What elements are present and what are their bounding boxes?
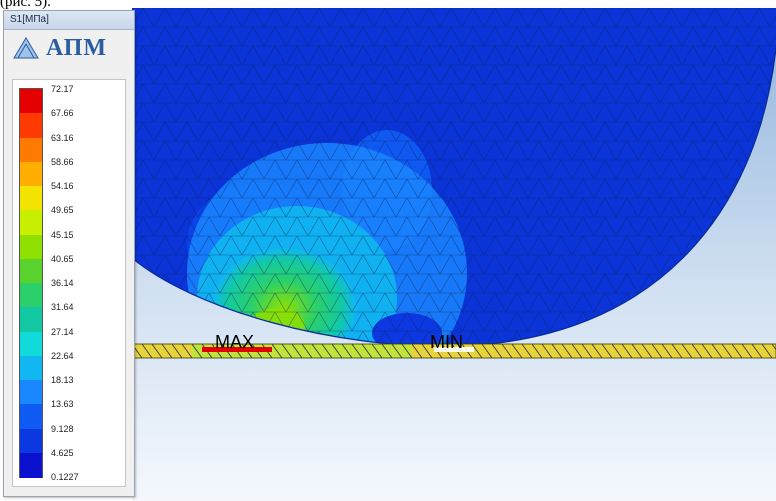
legend-value-label: 36.14 [51,278,74,288]
legend-value-label: 54.16 [51,181,74,191]
legend-swatch [20,258,42,284]
legend-value-label: 9.128 [51,423,74,434]
min-marker-label: MIN [430,332,463,352]
legend-value-label: 4.625 [51,447,74,458]
fea-model-viewport[interactable]: MAX MIN [132,8,776,501]
stress-field-render: MAX MIN [132,8,776,501]
legend-swatch [20,161,42,187]
legend-value-label: 45.15 [51,229,74,240]
legend-title: S1[МПа] [4,11,134,30]
legend-swatch [20,452,42,478]
legend-swatch [20,307,42,332]
legend-value-label: 40.65 [51,253,74,264]
legend-swatch [20,89,42,114]
color-scale: 72.17 67.66 63.16 58.66 54.16 49.65 45.15 40.65… [12,79,126,487]
legend-value-label: 58.66 [51,156,74,167]
apm-logo-icon [13,37,39,59]
legend-swatch [20,137,42,163]
legend-value-label: 63.16 [51,132,74,143]
legend-value-label: 72.17 [51,84,74,94]
legend-value-label: 18.13 [51,375,74,385]
legend-swatch [20,283,42,308]
legend-swatch [20,331,42,357]
document-caption-fragment: (рис. 5). [0,0,51,10]
legend-value-label: 67.66 [51,108,74,119]
legend-value-label: 0.1227 [51,472,79,482]
apm-logo: АПМ [4,30,134,66]
legend-swatch [20,355,42,381]
legend-swatch [20,404,42,429]
legend-value-label: 49.65 [51,205,74,216]
legend-value-label: 31.64 [51,302,74,313]
legend-value-label: 27.14 [51,326,74,337]
legend-swatch [20,186,42,211]
apm-logo-text: АПМ [46,34,108,61]
legend-value-label: 22.64 [51,350,74,361]
color-scale-bar [19,88,43,478]
contact-strip [132,343,776,359]
legend-swatch [20,428,42,454]
stress-legend-window[interactable]: S1[МПа] АПМ 72.17 67.66 63.16 58.66 54.16 49.… [3,10,135,497]
legend-swatch [20,113,42,138]
legend-swatch [20,380,42,405]
legend-value-label: 13.63 [51,399,74,410]
legend-swatch [20,210,42,235]
legend-swatch [20,234,42,260]
max-marker-label: MAX [215,332,254,352]
